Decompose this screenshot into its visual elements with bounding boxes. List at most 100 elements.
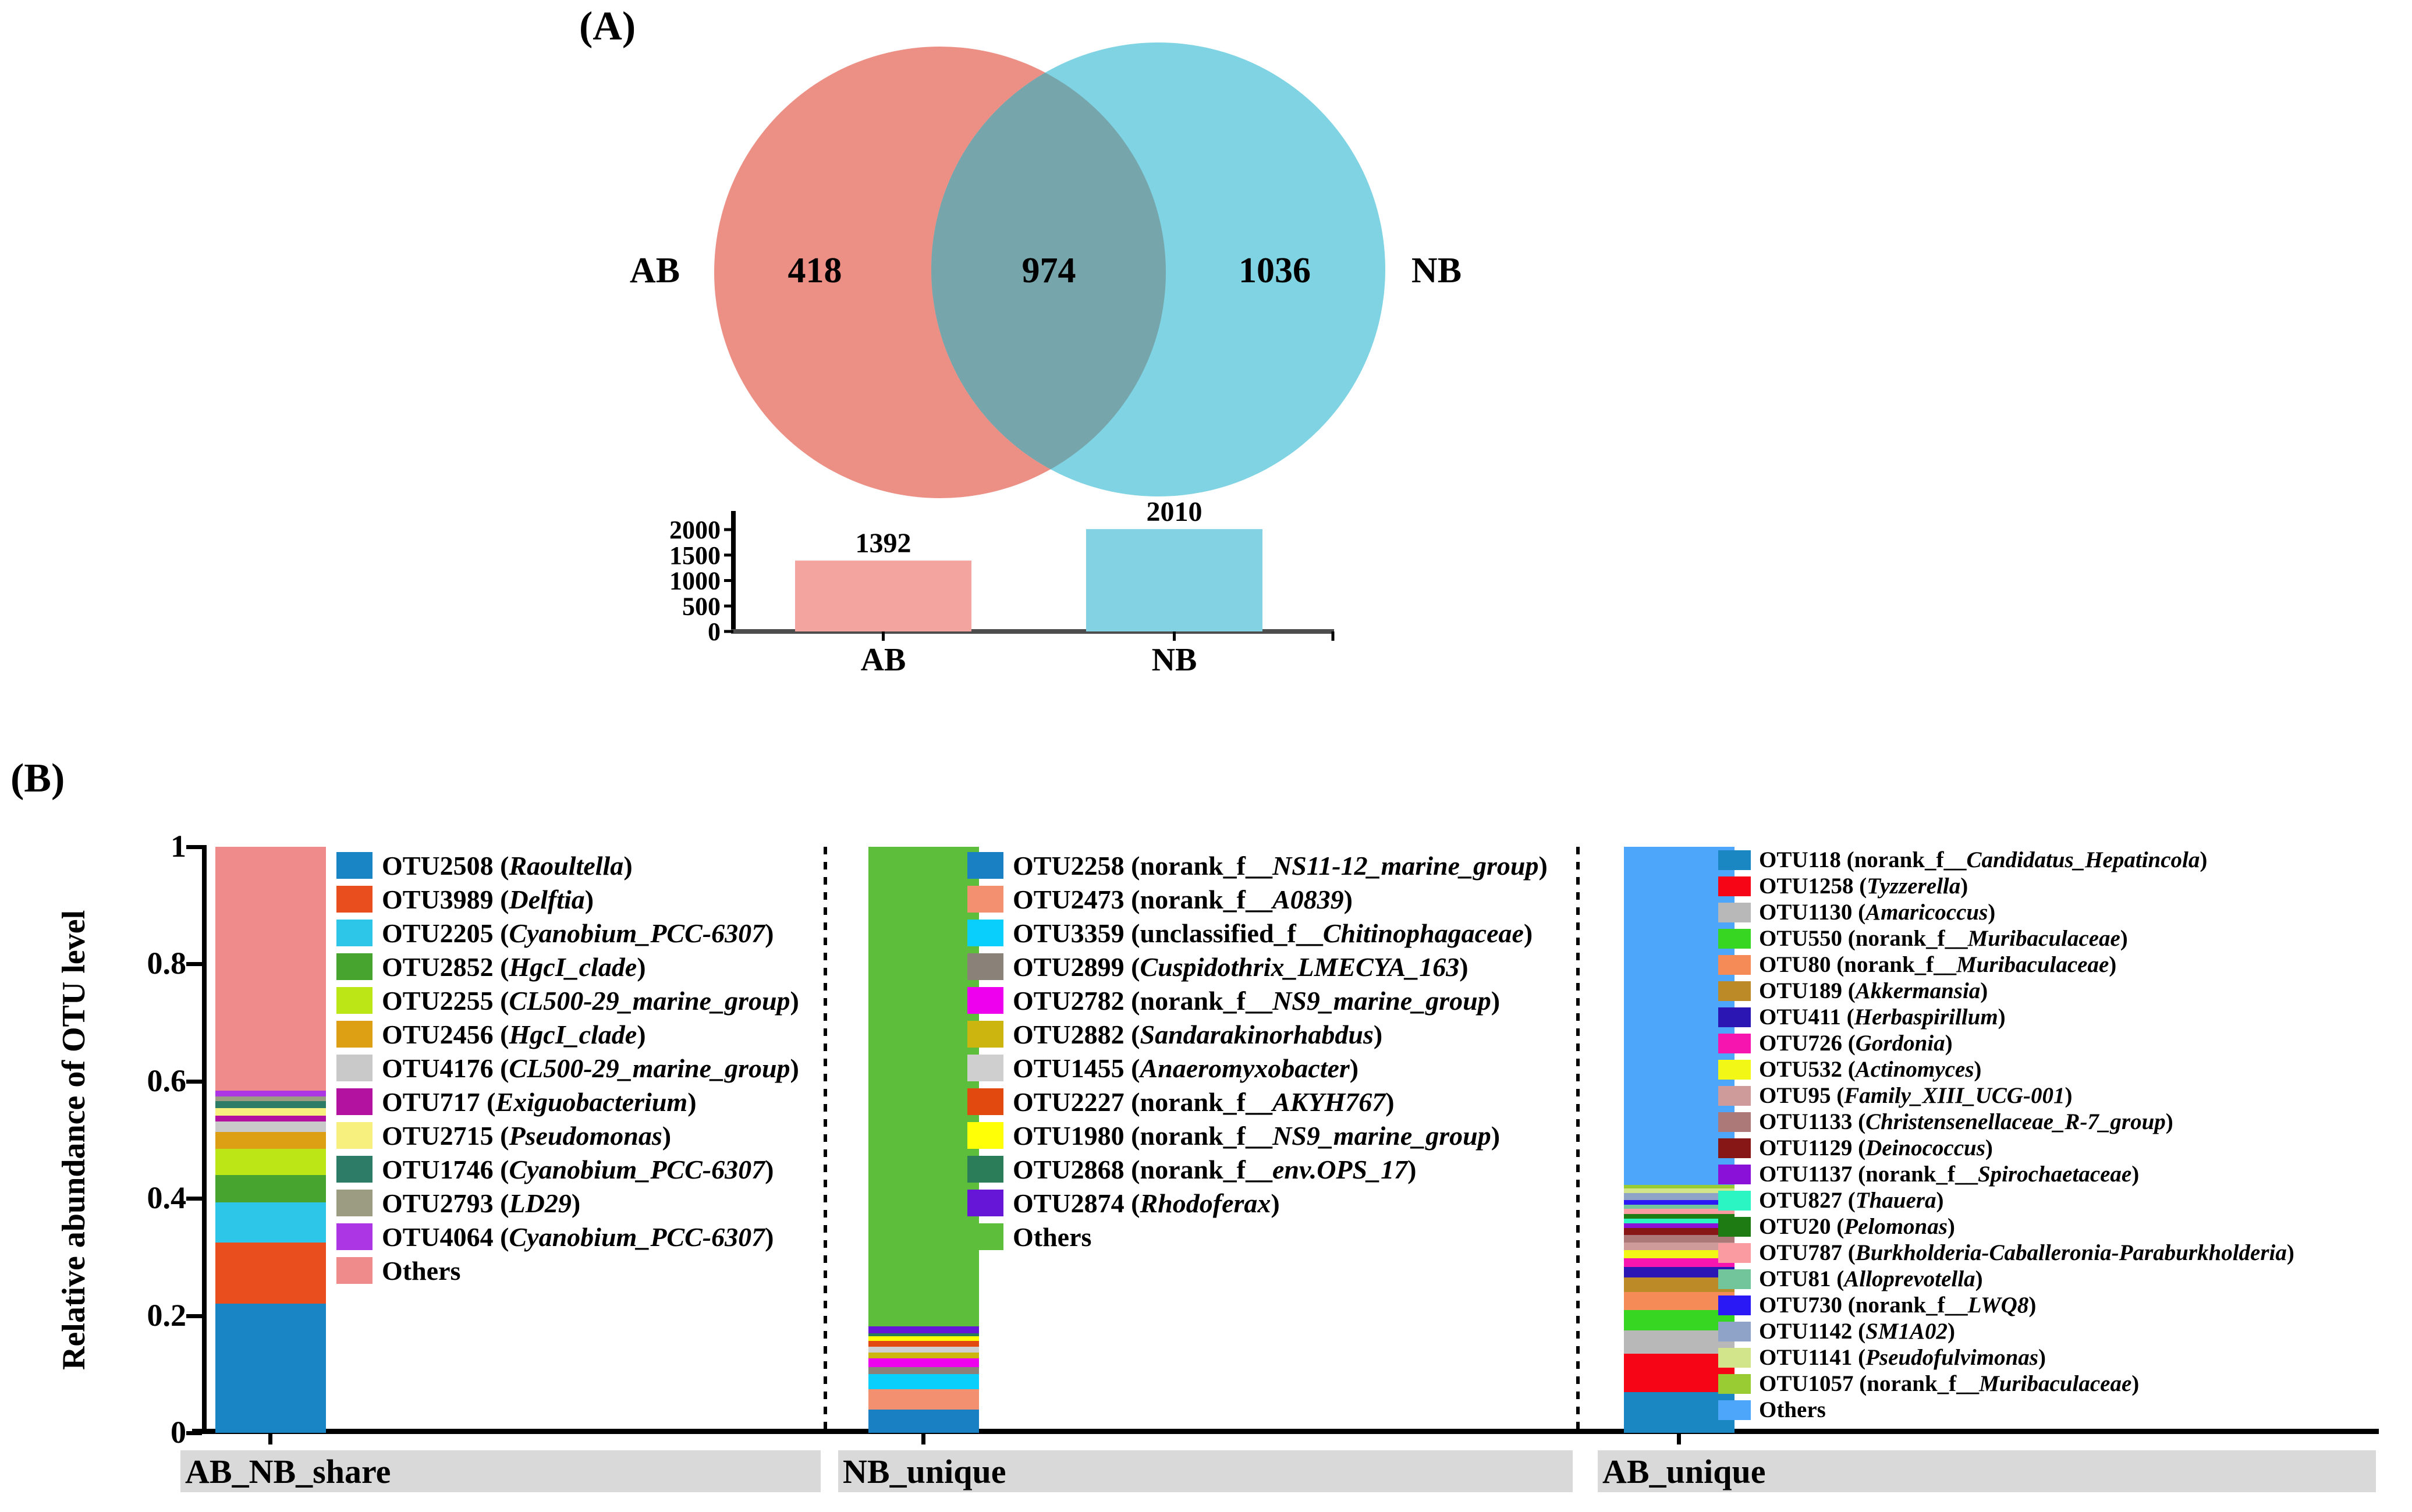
legend-item: OTU2255 (CL500-29_marine_group) [336, 984, 799, 1017]
legend-swatch [967, 920, 1003, 946]
legend-item: OTU1137 (norank_f__Spirochaetaceae) [1718, 1161, 2294, 1187]
x-tick-mark [1677, 1434, 1681, 1444]
category-strip-nb-unique: NB_unique [838, 1450, 1573, 1492]
legend-label: OTU2882 (Sandarakinorhabdus) [1013, 1019, 1383, 1049]
bar-segment-OTU1746 [215, 1101, 326, 1109]
bar-segment-OTU3989 [215, 1242, 326, 1304]
legend-ab-nb-share: OTU2508 (Raoultella)OTU3989 (Delftia)OTU… [336, 849, 799, 1287]
bar-segment-OTU1130 [1624, 1330, 1734, 1354]
legend-swatch [1718, 1138, 1751, 1158]
legend-item: OTU20 (Pelomonas) [1718, 1213, 2294, 1240]
legend-swatch [1718, 1243, 1751, 1263]
legend-item: OTU2899 (Cuspidothrix_LMECYA_163) [967, 950, 1548, 984]
panel-b-label: (B) [10, 756, 65, 801]
legend-label: OTU1129 (Deinococcus) [1759, 1135, 1993, 1160]
legend-item: OTU726 (Gordonia) [1718, 1030, 2294, 1056]
bar-segment-OTU4176 [215, 1121, 326, 1133]
venn-set-label-ab: AB [630, 251, 680, 290]
bar-segment-Others [215, 847, 326, 1091]
bar-segment-OTU717 [215, 1116, 326, 1122]
legend-swatch [1718, 876, 1751, 896]
legend-label: Others [1759, 1397, 1826, 1422]
y-axis-line [202, 845, 207, 1434]
bar-segment-OTU1142 [1624, 1193, 1734, 1201]
legend-item: OTU189 (Akkermansia) [1718, 978, 2294, 1004]
bar-segment-OTU1133 [1624, 1234, 1734, 1243]
legend-swatch [336, 1021, 373, 1048]
bar-segment-OTU1129 [1624, 1227, 1734, 1235]
legend-item: OTU550 (norank_f__Muribaculaceae) [1718, 925, 2294, 952]
legend-swatch [1718, 1373, 1751, 1394]
legend-swatch [336, 852, 373, 879]
legend-swatch [336, 1190, 373, 1216]
venn-diagram: AB 418 974 1036 NB [630, 42, 1462, 498]
legend-swatch [336, 987, 373, 1014]
legend-item: OTU2715 (Pseudomonas) [336, 1119, 799, 1152]
legend-label: OTU2868 (norank_f__env.OPS_17) [1013, 1154, 1417, 1184]
y-tick-label: 0.6 [147, 1063, 187, 1098]
stacked-bar-ab-nb-share [215, 847, 326, 1433]
mini-y-tick-label: 0 [708, 617, 721, 646]
legend-swatch [1718, 1059, 1751, 1080]
legend-swatch [1718, 954, 1751, 975]
legend-item: OTU3359 (unclassified_f__Chitinophagacea… [967, 916, 1548, 950]
bar-segment-OTU2473 [868, 1389, 979, 1410]
legend-item: OTU532 (Actinomyces) [1718, 1056, 2294, 1082]
legend-swatch [1718, 1033, 1751, 1053]
bar-segment-OTU2852 [215, 1174, 326, 1203]
mini-y-tick-label: 1500 [669, 541, 721, 570]
bar-segment-OTU532 [1624, 1250, 1734, 1258]
bar-segment-OTU189 [1624, 1277, 1734, 1293]
bar-segment-OTU1057 [1624, 1185, 1734, 1189]
legend-label: OTU550 (norank_f__Muribaculaceae) [1759, 926, 2128, 951]
legend-swatch [1718, 1400, 1751, 1420]
x-tick-mark [921, 1434, 925, 1444]
legend-label: Others [1013, 1222, 1092, 1252]
panel-a-label: (A) [579, 4, 636, 49]
legend-item: OTU1130 (Amaricoccus) [1718, 899, 2294, 925]
legend-item: OTU2852 (HgcI_clade) [336, 950, 799, 984]
legend-label: OTU827 (Thauera) [1759, 1188, 1944, 1213]
legend-item: OTU1142 (SM1A02) [1718, 1318, 2294, 1344]
bar-segment-OTU2456 [215, 1132, 326, 1149]
legend-item: OTU1746 (Cyanobium_PCC-6307) [336, 1152, 799, 1186]
bar-segment-OTU2899 [868, 1367, 979, 1375]
legend-item: Others [967, 1220, 1548, 1254]
bar-segment-OTU2874 [868, 1326, 979, 1333]
stacked-bar-nb-unique [868, 847, 979, 1433]
legend-swatch [336, 1223, 373, 1250]
y-axis-title: Relative abundance of OTU level [56, 910, 92, 1370]
legend-label: OTU1141 (Pseudofulvimonas) [1759, 1345, 2046, 1370]
legend-label: OTU2899 (Cuspidothrix_LMECYA_163) [1013, 952, 1469, 982]
legend-label: OTU118 (norank_f__Candidatus_Hepatincola… [1759, 847, 2208, 872]
y-tick-mark [186, 1314, 202, 1318]
legend-label: OTU1137 (norank_f__Spirochaetaceae) [1759, 1162, 2140, 1187]
legend-label: OTU189 (Akkermansia) [1759, 978, 1988, 1003]
legend-label: OTU2874 (Rhodoferax) [1013, 1188, 1280, 1218]
legend-item: OTU2793 (LD29) [336, 1186, 799, 1220]
legend-swatch [1718, 1007, 1751, 1027]
legend-label: OTU3989 (Delftia) [382, 884, 594, 914]
legend-swatch [1718, 928, 1751, 949]
legend-swatch [967, 886, 1003, 913]
legend-item: OTU2782 (norank_f__NS9_marine_group) [967, 984, 1548, 1017]
legend-label: OTU3359 (unclassified_f__Chitinophagacea… [1013, 918, 1533, 948]
legend-item: OTU118 (norank_f__Candidatus_Hepatincola… [1718, 847, 2294, 873]
legend-swatch [967, 1122, 1003, 1149]
mini-bar-value: 1392 [856, 528, 911, 559]
legend-label: OTU411 (Herbaspirillum) [1759, 1005, 2006, 1030]
legend-swatch [1718, 1269, 1751, 1289]
legend-item: OTU1455 (Anaeromyxobacter) [967, 1051, 1548, 1085]
legend-item: OTU80 (norank_f__Muribaculaceae) [1718, 952, 2294, 978]
bar-segment-OTU3359 [868, 1374, 979, 1389]
legend-label: OTU787 (Burkholderia-Caballeronia-Parabu… [1759, 1240, 2294, 1265]
category-strip-ab-nb-share: AB_NB_share [180, 1450, 821, 1492]
legend-item: OTU2227 (norank_f__AKYH767) [967, 1085, 1548, 1119]
y-tick-mark [186, 1197, 202, 1201]
y-tick-mark [186, 1079, 202, 1084]
legend-label: OTU1130 (Amaricoccus) [1759, 900, 1996, 925]
legend-item: OTU411 (Herbaspirillum) [1718, 1004, 2294, 1030]
legend-item: OTU1980 (norank_f__NS9_marine_group) [967, 1119, 1548, 1152]
legend-label: OTU2456 (HgcI_clade) [382, 1019, 646, 1049]
